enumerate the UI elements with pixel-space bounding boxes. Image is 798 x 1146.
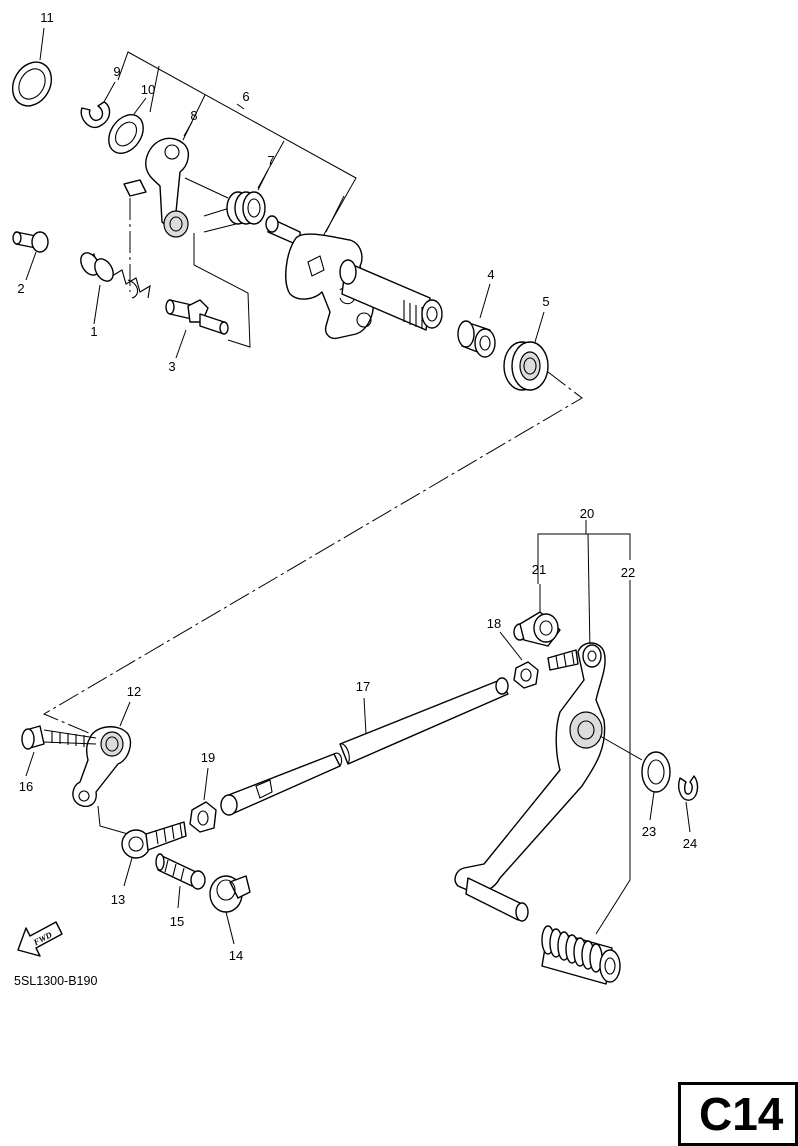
callout-1: 1 [90, 324, 97, 339]
group-bracket-lines [117, 51, 357, 348]
joint-bracket [97, 805, 129, 835]
part-24-circlip [678, 775, 699, 833]
part-7-torsion-spring [203, 169, 269, 233]
callout-9: 9 [113, 64, 120, 79]
callout-15: 15 [170, 914, 184, 929]
callout-4: 4 [487, 267, 494, 282]
callout-3: 3 [168, 359, 175, 374]
callout-5: 5 [542, 294, 549, 309]
part-1-spring [80, 252, 151, 325]
page-label-box: C14 [678, 1082, 798, 1146]
fwd-arrow-icon: FWD [17, 921, 63, 957]
part-15-bolt [155, 853, 206, 909]
callout-13: 13 [111, 892, 125, 907]
part-13-rod-end [121, 821, 187, 887]
alignment-line [42, 371, 583, 737]
part-22-pedal-rubber [541, 925, 621, 985]
callout-24: 24 [683, 836, 697, 851]
part-6-shift-shaft [265, 195, 443, 340]
callout-2: 2 [17, 281, 24, 296]
group-20-bracket [537, 520, 631, 935]
part-2-pin [12, 231, 49, 281]
part-18-nut [499, 631, 539, 689]
callout-8: 8 [190, 108, 197, 123]
callout-22: 22 [621, 565, 635, 580]
callout-16: 16 [19, 779, 33, 794]
callout-6: 6 [242, 89, 249, 104]
part-14-cap [209, 875, 251, 945]
callout-14: 14 [229, 948, 243, 963]
callout-18: 18 [487, 616, 501, 631]
callout-21: 21 [532, 562, 546, 577]
part-5-oil-seal [503, 311, 549, 391]
parts-diagram: FWD 123456789101112131415161718192021222… [11, 10, 699, 985]
part-3-stud-bolt [165, 299, 229, 359]
part-20-shift-pedal [454, 642, 606, 922]
part-17-shift-rod [220, 677, 509, 816]
callout-17: 17 [356, 679, 370, 694]
callout-7: 7 [267, 153, 274, 168]
callout-11: 11 [40, 10, 54, 25]
part-4-collar [457, 283, 496, 358]
part-16-bolt [21, 725, 97, 777]
page-label: C14 [699, 1088, 784, 1140]
callout-19: 19 [201, 750, 215, 765]
part-19-nut [189, 767, 217, 833]
part-10-washer [108, 97, 147, 154]
part-8-stopper-lever [123, 121, 193, 238]
part-11-washer [11, 27, 53, 107]
part-23-washer [599, 735, 671, 821]
callout-20: 20 [580, 506, 594, 521]
drawing-code: 5SL1300-B190 [14, 974, 98, 988]
callout-12: 12 [127, 684, 141, 699]
part-21-joint [513, 584, 561, 647]
callout-10: 10 [141, 82, 155, 97]
part-9-circlip [80, 81, 116, 129]
callout-23: 23 [642, 824, 656, 839]
part-12-shift-arm [72, 701, 132, 808]
